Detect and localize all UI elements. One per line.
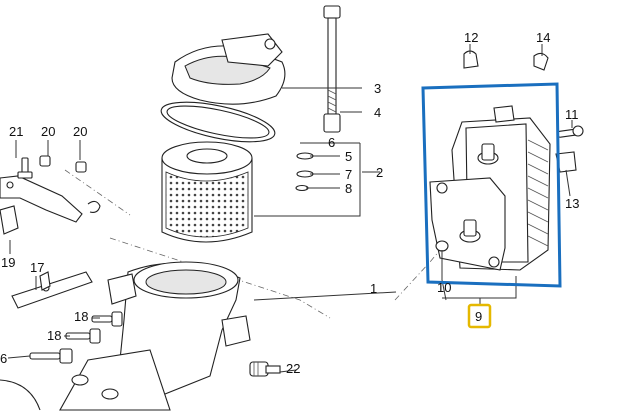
callout-5[interactable]: 5 bbox=[345, 149, 352, 164]
callout-6-lower[interactable]: 6 bbox=[0, 351, 7, 366]
bolt-part[interactable] bbox=[17, 155, 87, 179]
bolt-part[interactable] bbox=[91, 311, 123, 327]
callout-11[interactable]: 11 bbox=[565, 107, 579, 122]
cover-gasket-part[interactable] bbox=[158, 94, 278, 149]
highlight-frame bbox=[421, 82, 562, 288]
filter-housing-part[interactable] bbox=[59, 261, 251, 411]
callout-2[interactable]: 2 bbox=[376, 165, 383, 180]
callout-20-right[interactable]: 20 bbox=[73, 124, 87, 139]
bracket-part[interactable] bbox=[0, 175, 101, 235]
callout-14[interactable]: 14 bbox=[536, 30, 550, 45]
callout-6[interactable]: 6 bbox=[328, 135, 335, 150]
assembly-axis bbox=[64, 169, 131, 216]
callout-4[interactable]: 4 bbox=[374, 105, 381, 120]
callout-10[interactable]: 10 bbox=[437, 280, 451, 295]
oil-cooler-assembly[interactable] bbox=[429, 105, 551, 271]
callout-labels: 1 2 3 4 5 6 7 8 9 10 11 12 13 14 6 17 18… bbox=[0, 30, 579, 376]
callout-7[interactable]: 7 bbox=[345, 167, 352, 182]
callout-18-upper[interactable]: 18 bbox=[74, 309, 88, 324]
filter-cover-part[interactable] bbox=[171, 33, 286, 105]
bolt-part[interactable] bbox=[65, 328, 101, 344]
o-ring-set[interactable] bbox=[295, 152, 314, 192]
plate-bracket-part[interactable] bbox=[11, 271, 93, 309]
assembly-axis bbox=[394, 249, 441, 301]
sensor-part[interactable] bbox=[249, 361, 281, 377]
selected-callout-box[interactable] bbox=[467, 303, 492, 329]
clip-part[interactable] bbox=[463, 50, 584, 173]
callout-12[interactable]: 12 bbox=[464, 30, 478, 45]
callout-1[interactable]: 1 bbox=[370, 281, 377, 296]
callout-19[interactable]: 19 bbox=[1, 255, 15, 270]
callout-9[interactable]: 9 bbox=[475, 309, 482, 324]
callout-21[interactable]: 21 bbox=[9, 124, 23, 139]
long-bolt-part[interactable] bbox=[323, 5, 341, 133]
callout-22[interactable]: 22 bbox=[286, 361, 300, 376]
oil-filter-cartridge[interactable] bbox=[161, 141, 253, 243]
callout-20-left[interactable]: 20 bbox=[41, 124, 55, 139]
hose-clamp-part[interactable] bbox=[0, 379, 41, 411]
callout-18-lower[interactable]: 18 bbox=[47, 328, 61, 343]
callout-3[interactable]: 3 bbox=[374, 81, 381, 96]
bolt-part[interactable] bbox=[29, 348, 73, 364]
callout-17[interactable]: 17 bbox=[30, 260, 44, 275]
assembly-axis bbox=[109, 237, 331, 319]
callout-8[interactable]: 8 bbox=[345, 181, 352, 196]
callout-13[interactable]: 13 bbox=[565, 196, 579, 211]
